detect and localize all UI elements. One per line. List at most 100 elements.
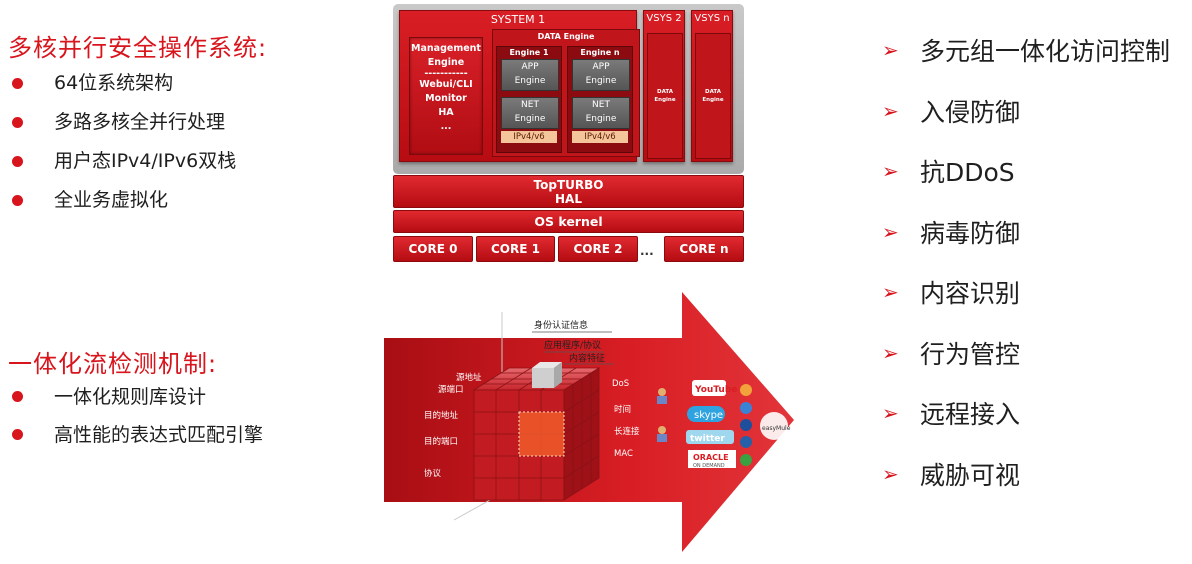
mgmt-line: Webui/CLI [419, 79, 473, 90]
right-label: DoS [612, 379, 629, 389]
people-icon [657, 388, 667, 404]
core-n-box: CORE n [664, 236, 744, 262]
bullet-icon [12, 77, 23, 89]
flow-detection-diagram: 身份认证信息 应用程序/协议 内容特征 源地址 源端口 目的地址 目的端口 协议… [384, 290, 794, 552]
list-item: 一体化规则库设计 [8, 378, 263, 416]
bullet-icon [12, 194, 23, 206]
people-icon [657, 426, 667, 442]
data-engine-title: DATA Engine [537, 32, 595, 41]
list-item: 高性能的表达式匹配引擎 [8, 416, 263, 454]
youtube-icon [692, 380, 726, 396]
system1-box: SYSTEM 1 Management Engine ----------- W… [399, 10, 640, 162]
ip-stack-label: IPv4/v6 [501, 131, 557, 143]
section-title-os: 多核并行安全操作系统: [8, 34, 268, 62]
top-label: 身份认证信息 [534, 319, 588, 331]
top-grey-cube [554, 362, 562, 388]
app-icon [740, 402, 752, 414]
core-0-box: CORE 0 [393, 236, 473, 262]
bullet-icon [12, 391, 23, 402]
play-icon [740, 419, 752, 431]
list-item: ➢内容识别 [882, 279, 1021, 309]
arrow-icon: ➢ [882, 38, 899, 63]
arrow-icon: ➢ [882, 461, 899, 486]
topturbo-hal-bar: TopTURBO HAL [393, 175, 744, 208]
list-item: ➢入侵防御 [882, 97, 1021, 127]
easymule-icon [760, 412, 788, 440]
left-label: 目的地址 [424, 410, 459, 421]
engine-title: Engine n [580, 48, 620, 57]
highlight-cell [518, 411, 565, 457]
vsys-title: VSYS n [694, 13, 730, 24]
os-architecture-diagram: SYSTEM 1 Management Engine ----------- W… [393, 4, 744, 262]
system1-title: SYSTEM 1 [490, 13, 546, 26]
right-label: MAC [614, 449, 633, 459]
skype-icon [687, 406, 725, 422]
list-item: ➢抗DDoS [882, 158, 1015, 188]
oracle-icon [688, 450, 736, 468]
left-label: 协议 [424, 468, 442, 479]
list-item: ➢多元组一体化访问控制 [882, 37, 1171, 67]
youtube-text: YouTube [694, 385, 737, 395]
mgmt-line: Monitor [425, 93, 467, 104]
right-label: 时间 [614, 404, 631, 415]
bullet-icon [12, 429, 23, 440]
arrow-icon: ➢ [882, 401, 899, 426]
mgmt-line: Management [411, 43, 481, 54]
list-item: 全业务虚拟化 [8, 181, 236, 220]
easymule-text: easyMule [762, 425, 791, 432]
list-item: 64位系统架构 [8, 64, 236, 103]
core-1-box: CORE 1 [476, 236, 555, 262]
mail-icon [740, 436, 752, 448]
left-label: 源端口 [438, 384, 464, 395]
os-kernel-bar: OS kernel [393, 210, 744, 233]
os-feature-list: 64位系统架构 多路多核全并行处理 用户态IPv4/IPv6双栈 全业务虚拟化 [8, 64, 236, 220]
skype-text: skype [694, 410, 723, 421]
cube-arrow-graphic: 身份认证信息 应用程序/协议 内容特征 源地址 源端口 目的地址 目的端口 协议… [384, 292, 794, 552]
qq-icon [740, 384, 752, 396]
list-item: ➢远程接入 [882, 400, 1021, 430]
left-label: 源地址 [456, 372, 482, 383]
topturbo-label: TopTURBO [533, 178, 604, 192]
management-engine-box: Management Engine ----------- Webui/CLI … [409, 37, 483, 155]
mgmt-separator: ----------- [424, 68, 468, 79]
list-item: ➢病毒防御 [882, 218, 1021, 248]
twitter-icon [686, 430, 734, 444]
list-item: 用户态IPv4/IPv6双栈 [8, 142, 236, 181]
top-label: 应用程序/协议 [544, 339, 601, 351]
highlight-cell [519, 412, 564, 456]
arrow-icon: ➢ [882, 340, 899, 365]
top-grey-cube [532, 362, 562, 368]
arrow-icon: ➢ [882, 280, 899, 305]
bullet-icon [12, 116, 23, 128]
top-label: 内容特征 [569, 352, 605, 364]
list-item: 多路多核全并行处理 [8, 103, 236, 142]
left-label: 目的端口 [424, 436, 458, 447]
arrow-icon: ➢ [882, 98, 899, 123]
shop-icon [740, 454, 752, 466]
twitter-text: twitter [690, 434, 725, 444]
mgmt-line: HA [438, 107, 454, 118]
mgmt-line: ... [440, 121, 452, 132]
arrow-icon: ➢ [882, 219, 899, 244]
arrow-icon: ➢ [882, 159, 899, 184]
feature-list-right: ➢多元组一体化访问控制 ➢入侵防御 ➢抗DDoS ➢病毒防御 ➢内容识别 ➢行为… [882, 20, 1170, 504]
section-title-flow: 一体化流检测机制: [8, 350, 218, 378]
hal-label: HAL [555, 192, 582, 206]
vsys-title: VSYS 2 [646, 13, 682, 24]
list-item: ➢威胁可视 [882, 460, 1021, 490]
top-grey-cube [532, 368, 554, 388]
ip-stack-label: IPv4/v6 [572, 131, 628, 143]
oracle-text: ORACLE [693, 453, 729, 462]
engine-title: Engine 1 [509, 48, 549, 57]
list-item: ➢行为管控 [882, 339, 1021, 369]
